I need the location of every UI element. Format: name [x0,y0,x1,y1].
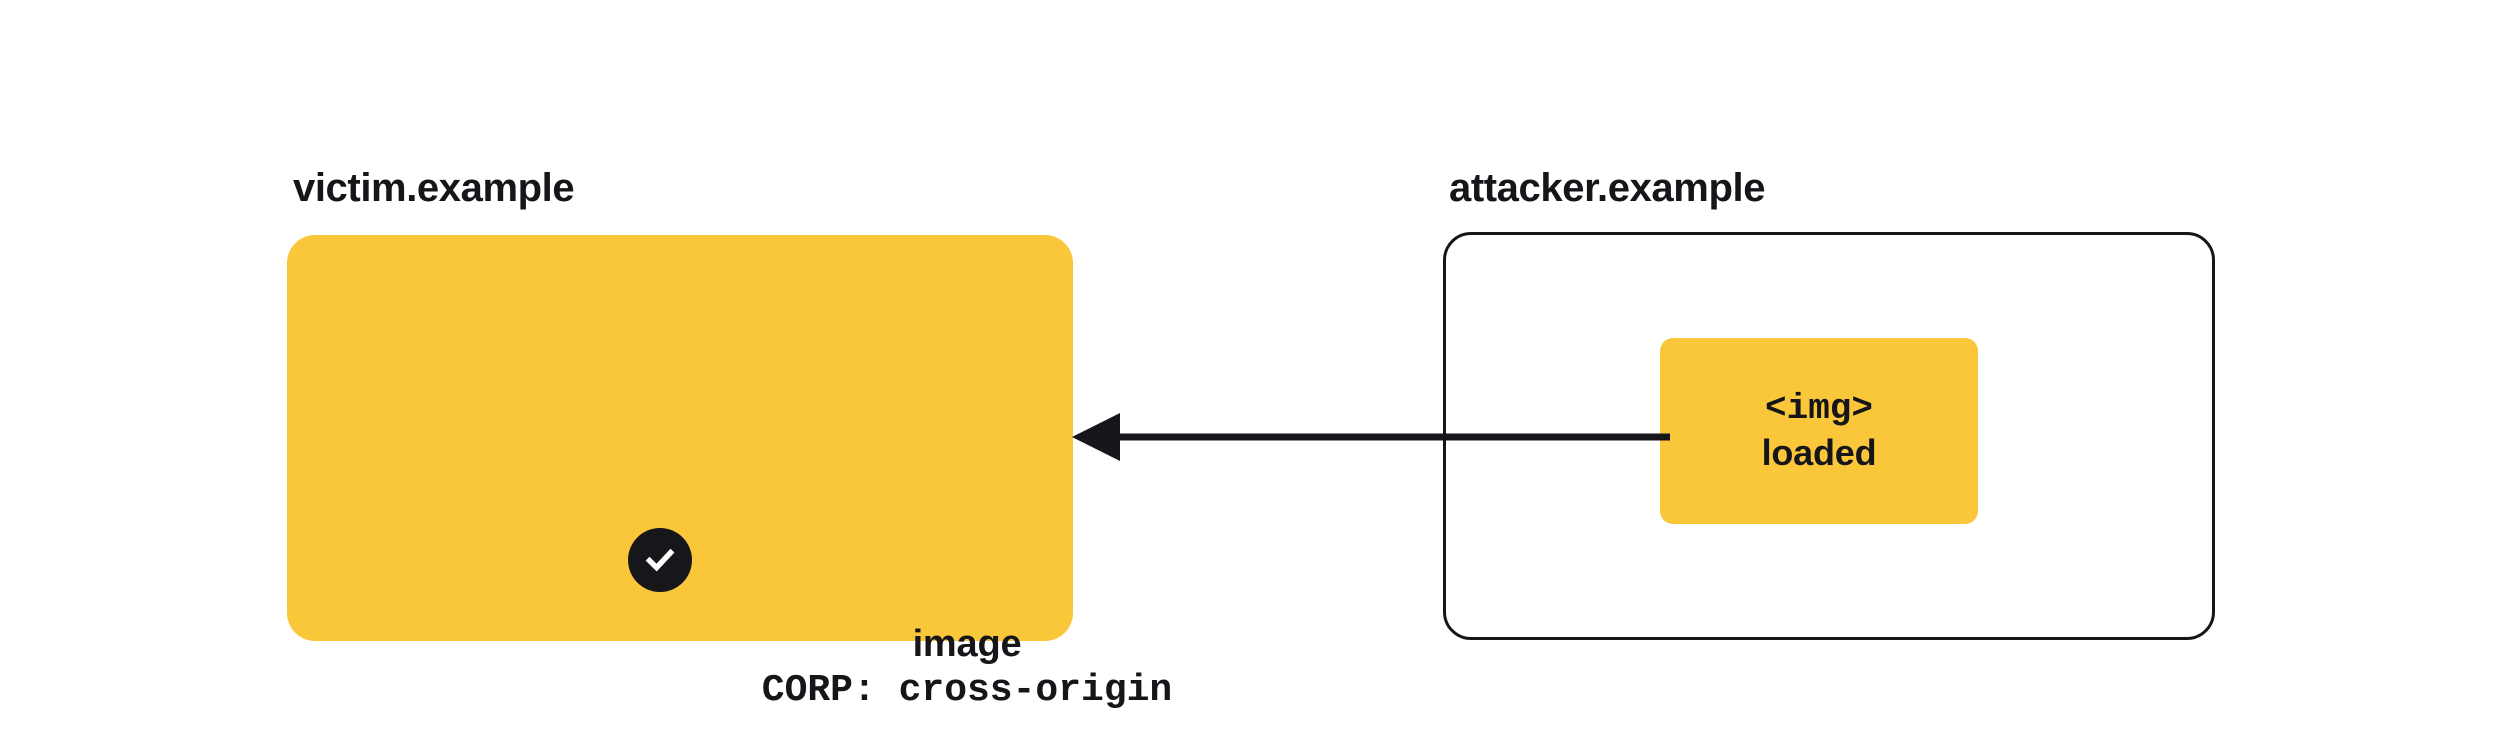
victim-resource-box: image CORP: cross-origin [287,235,1172,712]
img-element-state: loaded [1761,432,1877,473]
img-element-box: <img> loaded [1660,338,1978,524]
victim-resource-text: image CORP: cross-origin [574,621,1360,715]
img-element-tag: <img> [1764,388,1874,429]
victim-origin-label: victim.example [293,166,575,210]
check-circle-icon [628,528,692,592]
victim-corp-header: CORP: cross-origin [761,669,1173,712]
request-arrow [1072,413,1670,461]
attacker-origin-label: attacker.example [1449,166,1766,210]
victim-resource-name: image [912,623,1022,665]
